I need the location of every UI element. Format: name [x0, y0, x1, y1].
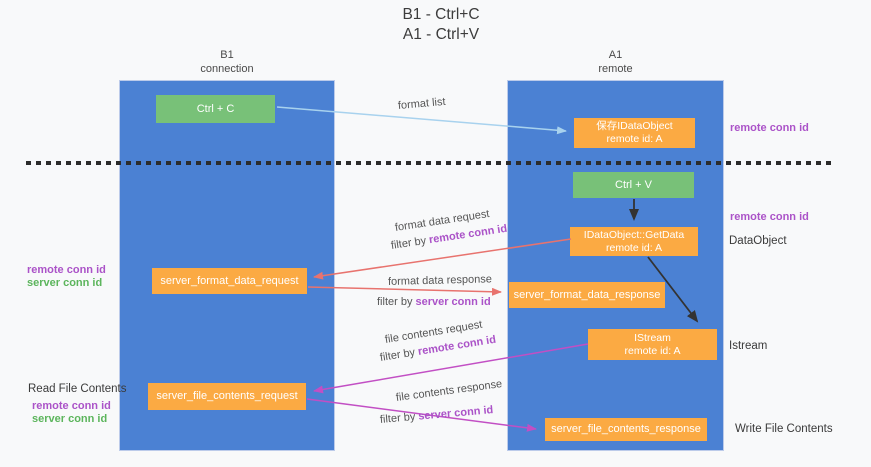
label-format-data-response: format data response — [387, 273, 493, 288]
left-server-conn-id-top: server conn id — [27, 277, 103, 289]
box-idataobject-getdata: IDataObject::GetData remote id: A — [570, 227, 698, 256]
right-remote-conn-id-top: remote conn id — [730, 122, 809, 134]
left-remote-conn-id-bottom: remote conn id — [32, 400, 111, 412]
filter-by-text: filter by — [390, 234, 427, 252]
box-server-file-contents-response-label: server_file_contents_response — [551, 423, 701, 435]
lane-header-b1: B1 connection — [119, 48, 335, 76]
lane-b1-name: B1 — [220, 49, 234, 61]
right-remote-conn-id-mid: remote conn id — [730, 211, 809, 223]
label-format-list: format list — [397, 95, 447, 112]
box-ctrl-v: Ctrl + V — [573, 172, 694, 198]
box-server-format-data-request: server_format_data_request — [152, 268, 307, 294]
box-istream-line1: IStream — [634, 331, 671, 344]
lane-a1-name: A1 — [608, 49, 623, 61]
box-server-file-contents-request: server_file_contents_request — [148, 383, 306, 410]
box-istream: IStream remote id: A — [588, 329, 717, 360]
left-server-conn-id-bottom: server conn id — [32, 413, 108, 425]
box-istream-line2: remote id: A — [624, 344, 681, 357]
filter-key-server-conn-id: server conn id — [415, 296, 491, 308]
box-ctrl-c: Ctrl + C — [156, 95, 275, 123]
lane-b1-role: connection — [200, 63, 254, 75]
box-server-file-contents-request-label: server_file_contents_request — [156, 390, 298, 402]
lane-a1-role: remote — [598, 63, 633, 75]
right-write-file-contents-label: Write File Contents — [735, 423, 833, 435]
diagram-title: B1 - Ctrl+C A1 - Ctrl+V — [346, 5, 536, 44]
box-server-format-data-response-label: server_format_data_response — [513, 288, 661, 301]
left-read-file-contents-label: Read File Contents — [28, 383, 127, 395]
right-dataobject-label: DataObject — [729, 235, 787, 247]
box-server-file-contents-response: server_file_contents_response — [545, 418, 707, 441]
session-divider-line — [26, 161, 831, 165]
box-save-idataobject-line2: remote id: A — [606, 133, 663, 145]
box-ctrl-v-label: Ctrl + V — [615, 178, 652, 191]
lane-header-a1: A1 remote — [507, 48, 724, 76]
filter-by-text: filter by — [377, 296, 413, 308]
box-idataobject-getdata-line1: IDataObject::GetData — [583, 228, 685, 241]
arrow-format-data-response — [307, 286, 502, 296]
box-idataobject-getdata-line2: remote id: A — [605, 241, 663, 254]
right-istream-label: Istream — [729, 340, 768, 352]
box-server-format-data-response: server_format_data_response — [509, 282, 665, 308]
label-file-contents-response: file contents response — [395, 378, 503, 404]
box-save-idataobject: 保存IDataObject remote id: A — [574, 118, 695, 148]
filter-by-text: filter by — [379, 410, 416, 426]
box-save-idataobject-line1: 保存IDataObject — [596, 120, 673, 132]
box-server-format-data-request-label: server_format_data_request — [160, 274, 299, 287]
box-ctrl-c-label: Ctrl + C — [196, 102, 235, 115]
title-line-1: B1 - Ctrl+C — [402, 6, 480, 23]
left-remote-conn-id-top: remote conn id — [27, 264, 106, 276]
filter-by-text: filter by — [379, 346, 416, 364]
filter-key-server-conn-id: server conn id — [417, 404, 494, 423]
title-line-2: A1 - Ctrl+V — [402, 25, 480, 43]
